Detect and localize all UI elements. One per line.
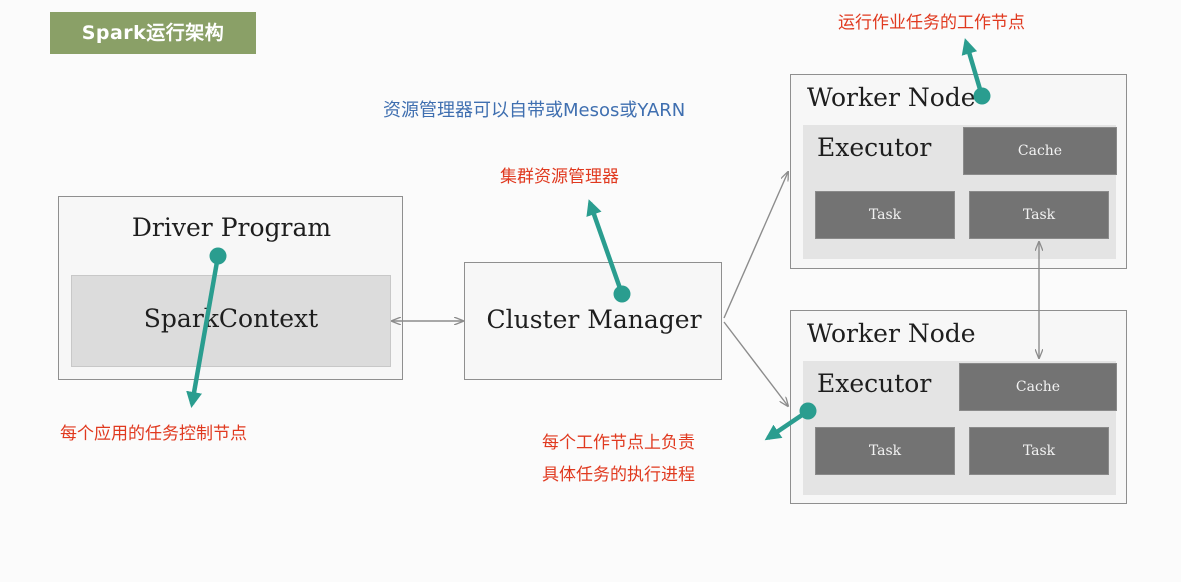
executor-label: Executor [817,369,932,398]
task-box: Task [815,427,955,475]
task-box: Task [815,191,955,239]
cluster-manager-box: Cluster Manager [464,262,722,380]
worker-node-box: Worker Node Executor Cache Task Task [790,310,1127,504]
pointer-executor [764,402,817,441]
annotation-executor-line2: 具体任务的执行进程 [542,465,695,485]
cache-box: Cache [963,127,1117,175]
pointer-worker-node [961,38,991,105]
executor-label: Executor [817,133,932,162]
worker-node-box: Worker Node Executor Cache Task Task [790,74,1127,269]
task-box: Task [969,191,1109,239]
annotation-driver: 每个应用的任务控制节点 [60,424,247,444]
annotation-cluster-manager: 集群资源管理器 [500,167,619,187]
spark-context-label: SparkContext [143,304,319,333]
cluster-manager-label: Cluster Manager [486,305,702,334]
cache-box: Cache [959,363,1117,411]
worker-node-label: Worker Node [807,83,976,112]
annotation-worker-node: 运行作业任务的工作节点 [838,13,1025,33]
executor-box: Executor Cache Task Task [803,361,1117,495]
driver-program-box: Driver Program SparkContext [58,196,403,380]
annotation-resource-manager: 资源管理器可以自带或Mesos或YARN [383,100,686,121]
pointer-driver [186,247,227,408]
driver-program-label: Driver Program [131,213,332,242]
cluster-worker-connector [723,321,788,406]
cluster-worker-connector [723,172,788,319]
task-box: Task [969,427,1109,475]
annotation-executor-line1: 每个工作节点上负责 [542,433,695,453]
worker-node-label: Worker Node [807,319,976,348]
executor-box: Executor Cache Task Task [803,125,1117,259]
slide-title: Spark运行架构 [50,12,256,54]
pointer-cluster-manager [586,199,631,303]
spark-context-box: SparkContext [71,275,391,367]
